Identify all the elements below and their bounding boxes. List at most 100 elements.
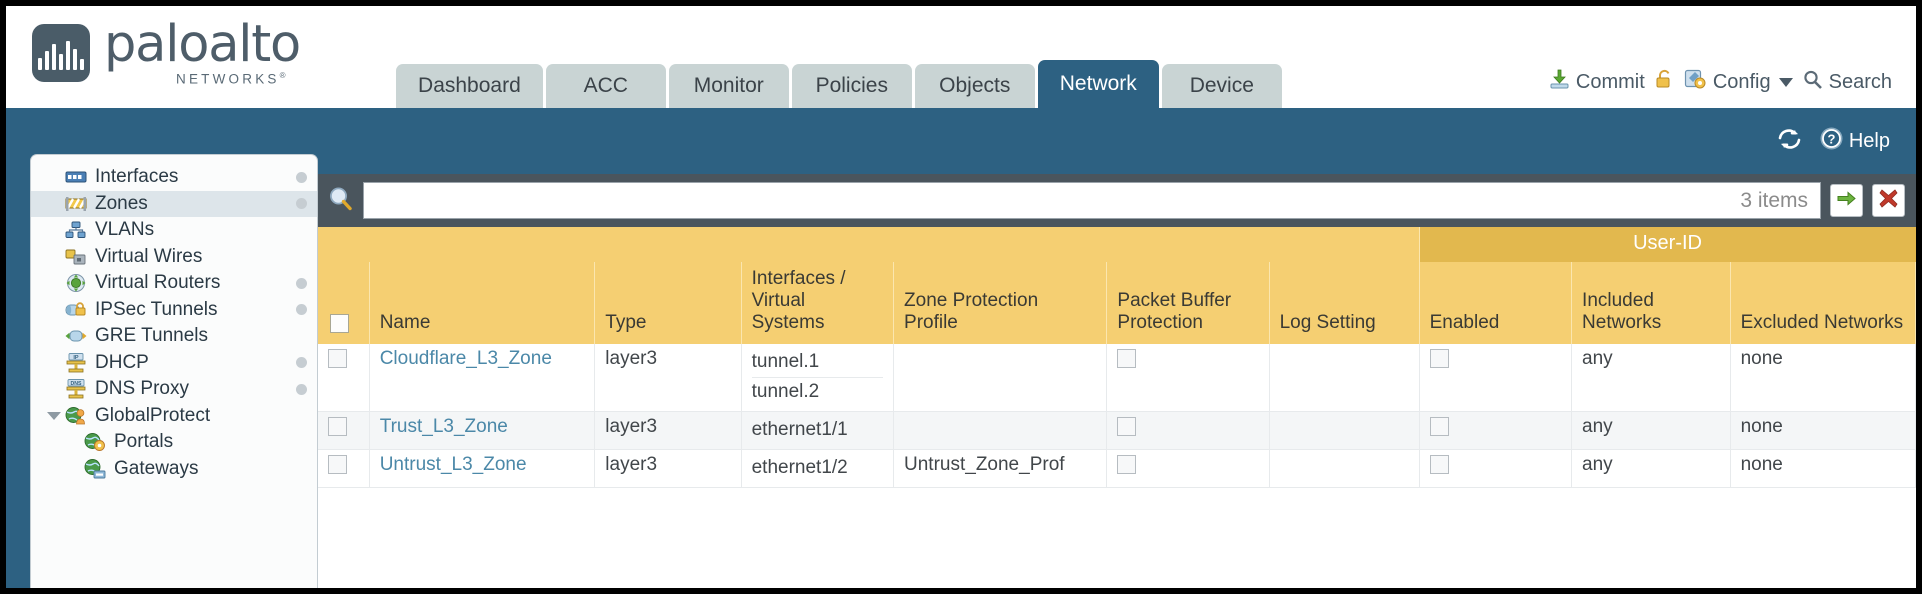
row-checkbox[interactable] — [328, 417, 347, 437]
col-header-type[interactable]: Type — [594, 261, 742, 344]
cell-name: Trust_L3_Zone — [369, 411, 596, 450]
col-header-included-networks[interactable]: Included Networks — [1571, 261, 1731, 344]
commit-button[interactable]: Commit — [1548, 68, 1645, 96]
clear-filter-button[interactable] — [1872, 184, 1905, 217]
cell-log-setting — [1269, 411, 1420, 450]
status-dot — [296, 383, 307, 395]
group-header-spacer — [318, 227, 1420, 262]
sidebar-item-label: Gateways — [114, 457, 199, 479]
tab-acc[interactable]: ACC — [545, 64, 666, 108]
packet-buffer-checkbox[interactable] — [1117, 349, 1137, 369]
col-header-excluded-networks[interactable]: Excluded Networks — [1730, 261, 1916, 344]
sidebar-item-globalprotect[interactable]: GlobalProtect — [31, 403, 317, 430]
tab-device[interactable]: Device — [1161, 64, 1282, 108]
cell-zone-protection: Untrust_Zone_Prof — [893, 449, 1108, 488]
table-row[interactable]: Trust_L3_Zone layer3 ethernet1/1 any non… — [318, 411, 1916, 450]
tab-dashboard[interactable]: Dashboard — [396, 64, 543, 108]
sidebar-item-ipsec-tunnels[interactable]: IPSec Tunnels — [31, 297, 317, 324]
interface-entry: ethernet1/1 — [751, 418, 848, 440]
sidebar-item-label: DNS Proxy — [95, 378, 189, 400]
tab-network[interactable]: Network — [1037, 60, 1159, 108]
sidebar-item-portals[interactable]: Portals — [31, 429, 317, 456]
userid-enabled-checkbox[interactable] — [1429, 417, 1449, 437]
main-tab-bar: Dashboard ACC Monitor Policies Objects N… — [396, 60, 1285, 108]
lock-button[interactable] — [1654, 68, 1675, 96]
refresh-icon[interactable] — [1776, 127, 1803, 156]
sidebar-item-dns-proxy[interactable]: DNS DNS Proxy — [31, 376, 317, 403]
sub-toolbar: ? Help — [6, 108, 1916, 174]
sidebar-item-gre-tunnels[interactable]: GRE Tunnels — [31, 323, 317, 350]
cell-name: Cloudflare_L3_Zone — [369, 343, 596, 412]
cell-packet-buffer — [1106, 449, 1270, 488]
userid-enabled-checkbox[interactable] — [1429, 455, 1449, 475]
expand-caret-icon[interactable] — [47, 411, 61, 420]
zone-name-link[interactable]: Trust_L3_Zone — [379, 415, 508, 437]
table-row[interactable]: Untrust_L3_Zone layer3 ethernet1/2 Untru… — [318, 449, 1916, 488]
sidebar-item-interfaces[interactable]: Interfaces — [31, 164, 317, 191]
dhcp-icon: IP — [64, 352, 88, 373]
zones-table: User-ID Name Type Interfaces / Virtual S… — [318, 227, 1916, 488]
header-actions: Commit — [1548, 68, 1892, 96]
cell-excluded-networks: none — [1730, 343, 1916, 412]
network-sidebar: Interfaces Zones VLANs Virtual Wires — [30, 154, 318, 588]
col-header-name[interactable]: Name — [369, 261, 596, 344]
app-header: paloalto NETWORKS® Dashboard ACC Monitor… — [6, 6, 1916, 108]
packet-buffer-checkbox[interactable] — [1117, 455, 1137, 475]
col-header-log-setting[interactable]: Log Setting — [1269, 261, 1420, 344]
sidebar-item-virtual-wires[interactable]: Virtual Wires — [31, 244, 317, 271]
sidebar-item-label: Virtual Wires — [95, 245, 203, 267]
search-button[interactable]: Search — [1802, 69, 1892, 96]
col-header-interfaces[interactable]: Interfaces / Virtual Systems — [741, 261, 895, 344]
commit-label: Commit — [1575, 70, 1645, 93]
table-row[interactable]: Cloudflare_L3_Zone layer3 tunnel.1 tunne… — [318, 343, 1916, 412]
userid-enabled-checkbox[interactable] — [1429, 349, 1449, 369]
interfaces-icon — [64, 167, 88, 187]
packet-buffer-checkbox[interactable] — [1117, 417, 1137, 437]
select-all-checkbox[interactable] — [330, 313, 349, 333]
status-dot — [296, 357, 307, 369]
row-checkbox[interactable] — [328, 349, 347, 369]
cell-userid-enabled — [1419, 411, 1573, 450]
sidebar-item-gateways[interactable]: Gateways — [31, 456, 317, 483]
sidebar-item-label: GlobalProtect — [95, 404, 211, 426]
table-header-row: Name Type Interfaces / Virtual Systems Z… — [318, 261, 1916, 344]
config-menu[interactable]: Config — [1684, 68, 1793, 96]
zone-name-link[interactable]: Untrust_L3_Zone — [379, 453, 527, 475]
col-header-userid-enabled[interactable]: Enabled — [1419, 261, 1573, 344]
cell-interfaces: ethernet1/1 — [741, 411, 895, 450]
help-button[interactable]: ? Help — [1819, 126, 1890, 157]
cell-type: layer3 — [594, 411, 742, 450]
brand-name: paloalto — [104, 15, 301, 74]
brand-tagline: NETWORKS® — [176, 71, 289, 87]
cell-zone-protection — [893, 343, 1108, 412]
question-circle-icon: ? — [1819, 126, 1844, 157]
cell-log-setting — [1269, 343, 1420, 412]
cell-type: layer3 — [594, 343, 742, 412]
apply-filter-button[interactable] — [1830, 184, 1863, 217]
brand-logo[interactable]: paloalto NETWORKS® — [32, 15, 301, 87]
status-dot — [296, 277, 307, 289]
sidebar-item-vlans[interactable]: VLANs — [31, 217, 317, 244]
magnifier-icon[interactable] — [327, 185, 354, 217]
dns-proxy-icon: DNS — [64, 379, 88, 399]
tab-policies[interactable]: Policies — [791, 64, 912, 108]
cell-userid-enabled — [1419, 449, 1573, 488]
zone-name-link[interactable]: Cloudflare_L3_Zone — [379, 347, 552, 369]
col-header-zone-protection[interactable]: Zone Protection Profile — [893, 261, 1108, 344]
tab-monitor[interactable]: Monitor — [668, 64, 789, 108]
sidebar-item-virtual-routers[interactable]: Virtual Routers — [31, 270, 317, 297]
ipsec-tunnels-icon — [64, 300, 88, 320]
interface-entry: tunnel.1 — [751, 350, 820, 372]
item-count-label: 3 items — [1740, 188, 1808, 212]
cell-included-networks: any — [1571, 343, 1731, 412]
row-checkbox[interactable] — [328, 455, 347, 475]
sidebar-item-zones[interactable]: Zones — [31, 190, 317, 217]
chevron-down-icon — [1778, 77, 1793, 87]
filter-input[interactable]: 3 items — [363, 182, 1821, 219]
col-header-packet-buffer[interactable]: Packet Buffer Protection — [1106, 261, 1270, 344]
tab-objects[interactable]: Objects — [914, 64, 1035, 108]
sidebar-item-dhcp[interactable]: IP DHCP — [31, 350, 317, 377]
svg-text:DNS: DNS — [71, 381, 82, 387]
svg-text:IP: IP — [73, 355, 79, 361]
config-wrench-icon — [1684, 68, 1707, 96]
